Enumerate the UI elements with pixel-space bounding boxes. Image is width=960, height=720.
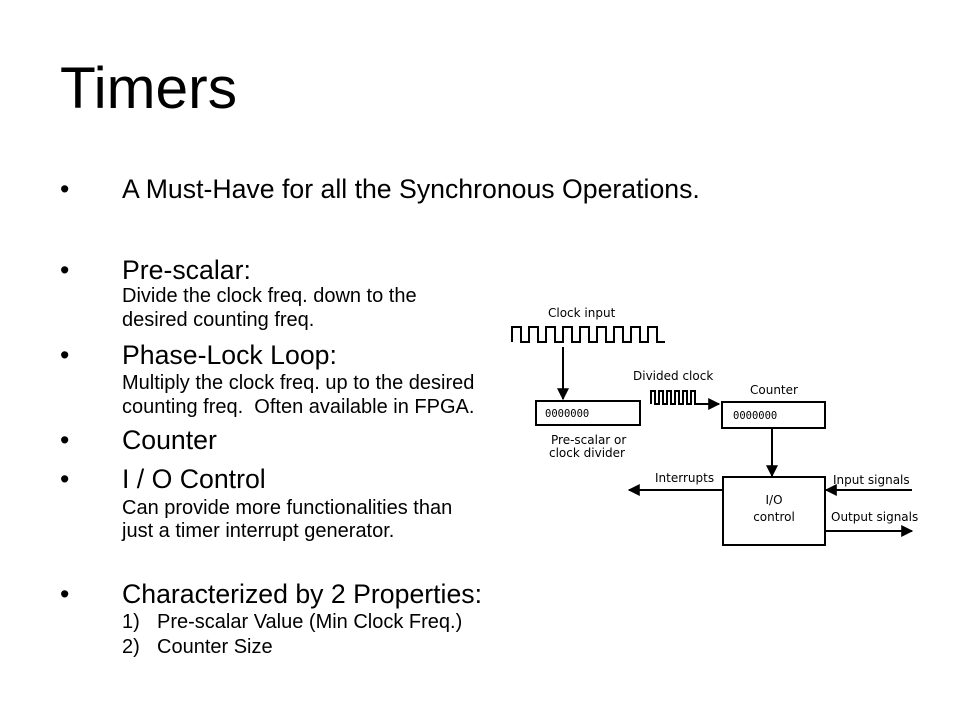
bullet-item-io-control: • I / O Control: [0, 466, 500, 493]
bullet-subtext: just a timer interrupt generator.: [122, 520, 395, 542]
bullet-item-properties: • Characterized by 2 Properties:: [0, 581, 500, 608]
interrupts-label: Interrupts: [655, 471, 714, 485]
prescalar-value: 0000000: [545, 408, 589, 420]
bullet-subtext: desired counting freq.: [122, 309, 315, 331]
input-signals-label: Input signals: [833, 473, 910, 487]
numbered-item: 1) Pre-scalar Value (Min Clock Freq.): [0, 612, 500, 632]
output-signals-label: Output signals: [831, 510, 918, 524]
divided-clock-label: Divided clock: [633, 369, 713, 383]
io-control-label-line: control: [753, 510, 795, 524]
bullet-text: Phase-Lock Loop:: [122, 340, 337, 370]
bullet-text: Characterized by 2 Properties:: [122, 579, 483, 609]
bullet-text: A Must-Have for all the Synchronous Oper…: [122, 174, 700, 204]
clock-waveform: [511, 326, 665, 343]
bullet-subtext: Multiply the clock freq. up to the desir…: [122, 372, 475, 394]
bullet-marker: •: [60, 425, 70, 455]
bullet-marker: •: [60, 579, 70, 609]
counter-label: Counter: [750, 383, 798, 397]
slide-title: Timers: [60, 56, 238, 121]
prescalar-caption-line: clock divider: [549, 446, 625, 460]
counter-value: 0000000: [733, 410, 777, 422]
counter-box: [721, 401, 826, 429]
numbered-item-text: Pre-scalar Value (Min Clock Freq.): [157, 611, 463, 633]
bullet-item-prescalar: • Pre-scalar:: [0, 257, 500, 284]
timer-block-diagram: Clock input 0000000 Pre-scalar or clock …: [511, 306, 918, 546]
io-control-label-line: I/O: [765, 493, 782, 507]
divided-clock-waveform-arrow: [650, 390, 721, 410]
prescalar-caption-line: Pre-scalar or: [551, 433, 626, 447]
bullet-text: Pre-scalar:: [122, 255, 251, 285]
numbered-item-number: 1): [122, 611, 140, 633]
bullet-subtext: Can provide more functionalities than: [122, 497, 453, 519]
bullet-item-must-have: • A Must-Have for all the Synchronous Op…: [0, 174, 700, 204]
bullet-item-phase-lock-loop: • Phase-Lock Loop:: [0, 342, 500, 369]
bullet-marker: •: [60, 464, 70, 494]
bullet-text: I / O Control: [122, 464, 266, 494]
bullet-subtext: counting freq. Often available in FPGA.: [122, 396, 475, 418]
numbered-item: 2) Counter Size: [0, 637, 500, 657]
bullet-marker: •: [60, 174, 70, 204]
bullet-text: Counter: [122, 425, 217, 455]
bullet-item-counter: • Counter: [0, 427, 500, 454]
bullet-marker: •: [60, 340, 70, 370]
clock-input-label: Clock input: [548, 306, 616, 320]
bullet-marker: •: [60, 255, 70, 285]
bullet-subtext: Divide the clock freq. down to the: [122, 285, 417, 307]
numbered-item-text: Counter Size: [157, 636, 273, 658]
prescalar-box: [535, 400, 641, 426]
numbered-item-number: 2): [122, 636, 140, 658]
io-control-box: [722, 476, 826, 546]
